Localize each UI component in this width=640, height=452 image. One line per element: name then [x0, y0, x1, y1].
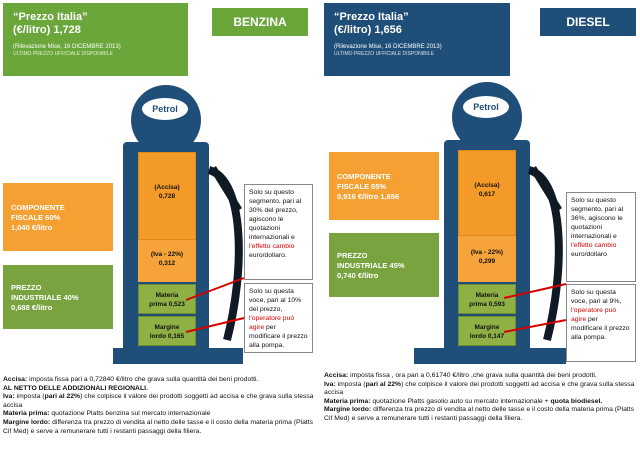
benzina-petrol-label: Petrol	[142, 98, 188, 120]
benzina-accisa-segment: (Accisa) 0,728	[138, 152, 196, 240]
benzina-materia-segment: Materia prima 0,523	[138, 284, 196, 314]
diesel-componente-line3: 0,916 €/litro 1,656	[337, 192, 400, 201]
benzina-title: BENZINA	[212, 8, 308, 36]
benzina-componente-fiscale: COMPONENTE FISCALE 60% 1,040 €/litro	[3, 183, 113, 251]
diesel-pump-base	[414, 348, 566, 364]
diesel-price-title: “Prezzo Italia”	[334, 11, 409, 23]
diesel-note1-end: euro/dollaro	[571, 251, 607, 258]
benzina-margine-value: lordo 0,165	[149, 333, 185, 340]
diesel-iva-label: (Iva - 22%)	[470, 249, 504, 256]
diesel-prezzo-line1: PREZZO	[337, 251, 368, 260]
benzina-footnotes: Accisa: imposta fissa pari a 0,72840 €/l…	[3, 376, 315, 450]
diesel-note1-red: l'effetto cambio	[571, 242, 617, 249]
benzina-materia-value: prima 0,523	[149, 301, 185, 308]
benzina-foot-margine: Margine lordo: differenza tra prezzo di …	[3, 418, 314, 435]
diesel-note2-red: l'operatore può agire	[571, 307, 617, 323]
benzina-margine-label: Margine	[154, 324, 180, 331]
benzina-note2-end: per modificare il prezzo alla pompa.	[249, 324, 308, 349]
diesel-prezzo-line2: INDUSTRIALE 45%	[337, 261, 405, 270]
diesel-margine-segment: Margine lordo 0,147	[458, 316, 516, 346]
diesel-price-value: (€/litro) 1,656	[334, 24, 402, 36]
benzina-foot-iva: Iva: imposta (pari al 22%) che colpisce …	[3, 393, 314, 409]
diesel-note2-end: per modificare il prezzo alla pompa.	[571, 316, 630, 341]
diesel-foot-accisa: Accisa: imposta fissa , ora pari a 0,617…	[324, 372, 597, 379]
benzina-prezzo-industriale: PREZZO INDUSTRIALE 40% 0,688 €/litro	[3, 265, 113, 329]
benzina-note2-text: Solo su questa voce, pari al 10% del pre…	[249, 288, 302, 313]
benzina-accisa-label: (Accisa)	[154, 184, 180, 191]
benzina-accisa-value: 0,728	[158, 193, 176, 200]
benzina-foot-accisa: Accisa: imposta fissa pari a 0,72840 €/l…	[3, 376, 259, 383]
diesel-prezzo-line3: 0,740 €/litro	[337, 271, 379, 280]
diesel-title: DIESEL	[540, 8, 636, 36]
diesel-foot-materia: Materia prima: quotazione Platts gasolio…	[324, 397, 603, 405]
benzina-note1-text: Solo su questo segmento, pari al 30% del…	[249, 189, 302, 241]
diesel-iva-segment: (Iva - 22%) 0,299	[458, 236, 516, 282]
benzina-prezzo-line3: 0,688 €/litro	[11, 303, 53, 312]
benzina-iva-segment: (Iva - 22%) 0,312	[138, 240, 196, 282]
diesel-price-header: “Prezzo Italia” (€/litro) 1,656 (Rilevaz…	[324, 3, 510, 76]
diesel-componente-line1: COMPONENTE	[337, 172, 391, 181]
benzina-rilevazione: (Rilevazione Mise, 16 DICEMBRE 2013)	[13, 44, 121, 50]
diesel-materia-label: Materia	[475, 292, 499, 299]
benzina-note-margine: Solo su questa voce, pari al 10% del pre…	[244, 283, 313, 353]
diesel-accisa-segment: (Accisa) 0,617	[458, 150, 516, 236]
diesel-accisa-value: 0,617	[478, 191, 496, 198]
benzina-margine-segment: Margine lordo 0,165	[138, 316, 196, 346]
diesel-note2-text: Solo su questa voce, pari al 9%,	[571, 289, 622, 305]
diesel-iva-value: 0,299	[478, 258, 496, 265]
benzina-componente-line1: COMPONENTE	[11, 203, 65, 212]
diesel-footnotes: Accisa: imposta fissa , ora pari a 0,617…	[324, 372, 638, 450]
diesel-componente-line2: FISCALE 55%	[337, 182, 387, 191]
diesel-note-segment: Solo su questo segmento, pari al 36%, ag…	[566, 192, 636, 282]
benzina-materia-label: Materia	[155, 292, 179, 299]
diesel-accisa-label: (Accisa)	[474, 182, 500, 189]
benzina-componente-line2: FISCALE 60%	[11, 213, 61, 222]
diesel-rilevazione: (Rilevazione Mise, 16 DICEMBRE 2013)	[334, 44, 442, 50]
benzina-foot-netto: AL NETTO DELLE ADDIZIONALI REGIONALI.	[3, 384, 148, 392]
diesel-foot-margine: Margine lordo: differenza tra prezzo di …	[324, 406, 635, 422]
diesel-note1-text: Solo su questo segmento, pari al 36%, ag…	[571, 197, 624, 240]
benzina-arrows	[185, 277, 245, 333]
benzina-pump-base	[113, 348, 243, 364]
benzina-prezzo-line2: INDUSTRIALE 40%	[11, 293, 79, 302]
diesel-petrol-label: Petrol	[463, 96, 509, 118]
benzina-note-segment: Solo su questo segmento, pari al 30% del…	[244, 184, 313, 280]
diesel-arrows	[503, 283, 567, 333]
diesel-margine-value: lordo 0,147	[469, 333, 505, 340]
benzina-iva-value: 0,312	[158, 260, 176, 267]
benzina-price-value: (€/litro) 1,728	[13, 24, 81, 36]
benzina-price-header: “Prezzo Italia” (€/litro) 1,728 (Rilevaz…	[3, 3, 188, 76]
benzina-note1-red: l'effetto cambio	[249, 243, 295, 250]
diesel-pump-hose	[527, 166, 563, 341]
diesel-foot-iva: Iva: imposta (pari al 22%) che colpisce …	[324, 380, 635, 397]
benzina-price-title: “Prezzo Italia”	[13, 11, 88, 23]
diesel-margine-label: Margine	[474, 324, 500, 331]
benzina-prezzo-line1: PREZZO	[11, 283, 42, 292]
benzina-foot-materia: Materia prima: quotazione Platts benzina…	[3, 410, 211, 418]
diesel-materia-value: prima 0,593	[469, 301, 505, 308]
benzina-componente-line3: 1,040 €/litro	[11, 223, 53, 232]
benzina-ultimo: ULTIMO PREZZO UFFICIALE DISPONIBILE	[13, 51, 113, 57]
benzina-iva-label: (Iva - 22%)	[150, 251, 184, 258]
diesel-prezzo-industriale: PREZZO INDUSTRIALE 45% 0,740 €/litro	[329, 233, 439, 297]
diesel-note-margine: Solo su questa voce, pari al 9%, l'opera…	[566, 284, 636, 362]
benzina-pump-hose	[207, 166, 243, 341]
diesel-materia-segment: Materia prima 0,593	[458, 284, 516, 314]
diesel-componente-fiscale: COMPONENTE FISCALE 55% 0,916 €/litro 1,6…	[329, 152, 439, 220]
benzina-note2-red: l'operatore può agire	[249, 315, 295, 331]
benzina-note1-end: euro/dollaro.	[249, 252, 287, 259]
diesel-ultimo: ULTIMO PREZZO UFFICIALE DISPONIBILE	[334, 51, 434, 57]
